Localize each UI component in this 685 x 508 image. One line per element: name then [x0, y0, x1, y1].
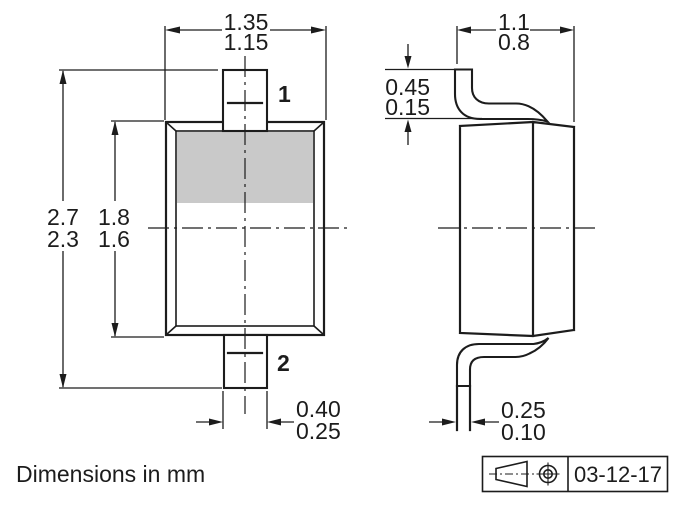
dim-front-terminal-width: 0.40 0.25 — [196, 391, 341, 444]
body-bevel-lines — [165, 121, 325, 336]
dim-side-thickness: 1.1 0.8 — [456, 9, 575, 122]
dim-front-body-min: 1.6 — [98, 226, 130, 252]
title-block: 03-12-17 — [481, 455, 669, 493]
dim-side-lead-thickness-min: 0.10 — [501, 419, 546, 445]
dim-front-terminal-min: 0.25 — [296, 418, 341, 444]
dim-front-terminal-max: 0.40 — [296, 396, 341, 422]
dim-front-overall-height: 2.7 2.3 — [47, 69, 222, 389]
date-code: 03-12-17 — [574, 462, 662, 487]
dim-side-thickness-min: 0.8 — [498, 29, 530, 55]
projection-target-icon — [536, 462, 560, 486]
units-note: Dimensions in mm — [16, 461, 205, 487]
dim-front-width: 1.35 1.15 — [164, 9, 327, 120]
dim-front-overall-max: 2.7 — [47, 204, 79, 230]
title-block-border — [481, 455, 669, 493]
bottom-lead-extension — [455, 384, 472, 432]
first-angle-projection-cone-icon — [489, 460, 534, 488]
top-lead — [453, 68, 551, 124]
dim-front-width-min: 1.15 — [224, 29, 269, 55]
pin-1-label: 1 — [278, 81, 291, 107]
front-view: 1 2 1.35 1.15 2.7 2.3 1.8 1.6 — [47, 9, 351, 444]
dim-side-thickness-max: 1.1 — [498, 9, 530, 35]
dim-front-overall-min: 2.3 — [47, 226, 79, 252]
side-body — [458, 120, 576, 338]
dim-side-standoff-min: 0.15 — [385, 94, 430, 120]
pin-2-label: 2 — [277, 350, 290, 376]
dim-side-lead-thickness: 0.25 0.10 — [429, 397, 546, 445]
dim-front-body-max: 1.8 — [98, 204, 130, 230]
dim-front-width-max: 1.35 — [224, 9, 269, 35]
dim-side-standoff-max: 0.45 — [385, 74, 430, 100]
dim-front-body-height: 1.8 1.6 — [98, 120, 164, 338]
dim-side-lead-thickness-max: 0.25 — [501, 397, 546, 423]
side-view: 1.1 0.8 0.45 0.15 0.25 0.10 — [385, 9, 595, 445]
dim-side-lead-standoff: 0.45 0.15 — [385, 44, 482, 145]
bottom-lead — [455, 337, 550, 388]
